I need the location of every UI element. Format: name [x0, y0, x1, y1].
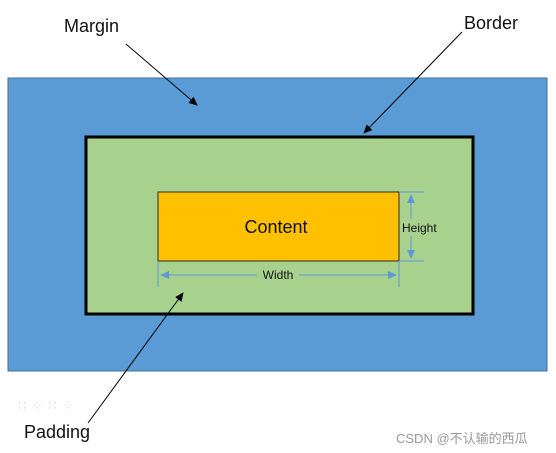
- padding-label: Padding: [24, 422, 91, 442]
- faded-watermark: ∷ ⁘ ∷ ⁘: [18, 398, 75, 413]
- width-label: Width: [263, 268, 294, 282]
- margin-label: Margin: [64, 16, 120, 36]
- width-label-bg: [257, 267, 299, 283]
- content-box: [157, 191, 400, 262]
- margin-pointer-arrow: [125, 43, 198, 106]
- height-label: Height: [402, 221, 437, 235]
- height-label-bg: [400, 219, 444, 236]
- padding-pointer-arrow: [87, 292, 184, 424]
- content-label: Content: [244, 217, 307, 237]
- border-pointer-arrow: [363, 31, 463, 134]
- watermark: CSDN @不认输的西瓜: [396, 431, 528, 446]
- border-label: Border: [464, 13, 519, 33]
